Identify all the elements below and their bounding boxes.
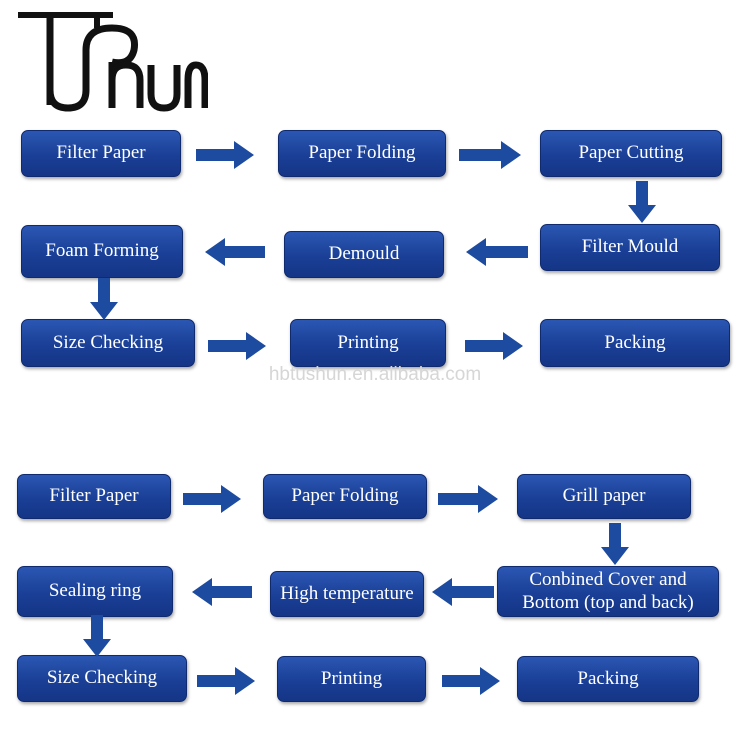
- step-packing: Packing: [540, 319, 730, 367]
- step-printing: Printing: [290, 319, 446, 367]
- arrow-right: [196, 141, 254, 169]
- arrow-right: [183, 485, 241, 513]
- arrow-down: [83, 615, 111, 657]
- step-filter-paper: Filter Paper: [17, 474, 171, 519]
- step-paper-cutting: Paper Cutting: [540, 130, 722, 177]
- step-filter-mould: Filter Mould: [540, 224, 720, 271]
- arrow-right: [197, 667, 255, 695]
- step-grill-paper: Grill paper: [517, 474, 691, 519]
- step-demould: Demould: [284, 231, 444, 278]
- step-high-temperature: High temperature: [270, 571, 424, 617]
- arrow-right: [465, 332, 523, 360]
- watermark: hbtushun.en.alibaba.com: [268, 364, 482, 385]
- arrow-down: [628, 181, 656, 223]
- arrow-right: [442, 667, 500, 695]
- arrow-down: [90, 278, 118, 320]
- step-foam-forming: Foam Forming: [21, 225, 183, 278]
- step-printing: Printing: [277, 656, 426, 702]
- arrow-left: [466, 238, 528, 266]
- arrow-right: [459, 141, 521, 169]
- arrow-right: [208, 332, 266, 360]
- step-sealing-ring: Sealing ring: [17, 566, 173, 617]
- step-packing: Packing: [517, 656, 699, 702]
- step-combined-cover: Conbined Cover and Bottom (top and back): [497, 566, 719, 617]
- step-filter-paper: Filter Paper: [21, 130, 181, 177]
- arrow-down: [601, 523, 629, 565]
- arrow-left: [205, 238, 265, 266]
- step-paper-folding: Paper Folding: [278, 130, 446, 177]
- arrow-left: [192, 578, 252, 606]
- step-paper-folding: Paper Folding: [263, 474, 427, 519]
- arrow-right: [438, 485, 498, 513]
- arrow-left: [432, 578, 494, 606]
- step-size-checking: Size Checking: [17, 655, 187, 702]
- step-size-checking: Size Checking: [21, 319, 195, 367]
- tushun-logo: [8, 10, 209, 118]
